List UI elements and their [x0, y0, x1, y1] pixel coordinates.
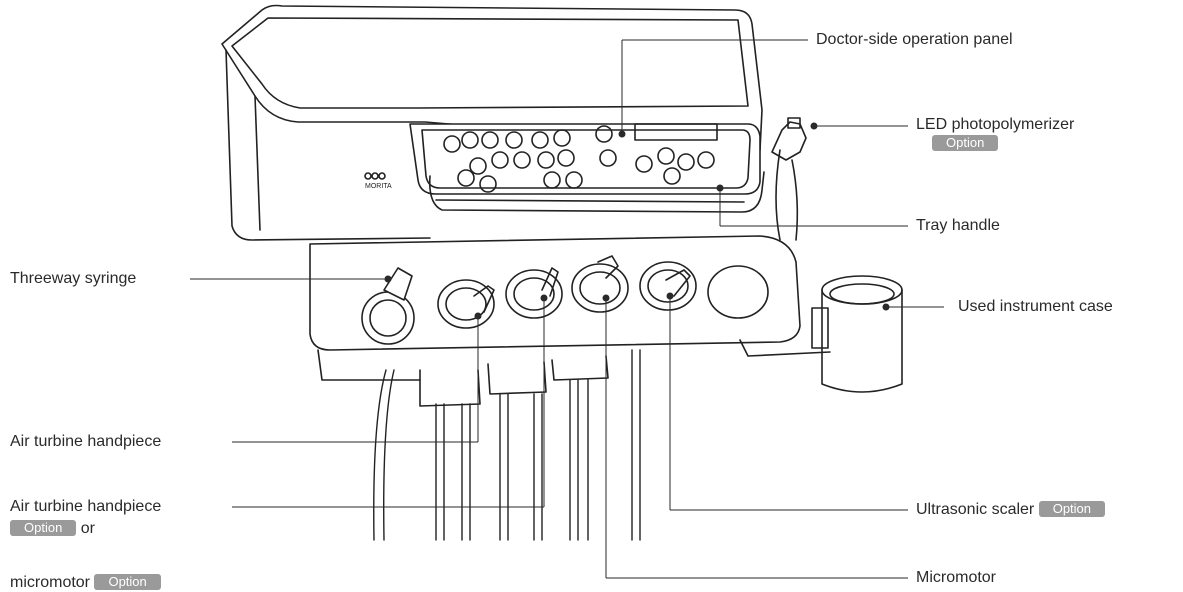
option-badge: Option	[94, 574, 160, 590]
used-instrument-case	[812, 276, 902, 392]
doctor-operation-panel	[410, 124, 764, 212]
label-used-case: Used instrument case	[958, 297, 1113, 316]
label-ultrasonic: Ultrasonic scaler Option	[916, 500, 1105, 519]
label-micromotor-opt-text: micromotor	[10, 574, 90, 591]
label-micromotor-option: micromotor Option	[10, 573, 161, 592]
brand-logo: MORITA	[365, 183, 392, 190]
label-led-text: LED photopolymerizer	[916, 116, 1074, 133]
label-tray-handle: Tray handle	[916, 216, 1000, 235]
option-badge: Option	[10, 520, 76, 536]
label-threeway: Threeway syringe	[10, 269, 136, 288]
label-ultrasonic-text: Ultrasonic scaler	[916, 501, 1034, 518]
label-micromotor: Micromotor	[916, 568, 996, 587]
led-photopolymerizer	[772, 118, 806, 240]
label-doctor-panel: Doctor-side operation panel	[816, 30, 1013, 49]
leader-used-case	[883, 304, 944, 310]
option-badge: Option	[1039, 501, 1105, 517]
leader-led	[811, 123, 908, 129]
instrument-tray: MORITA	[222, 6, 762, 241]
or-text: or	[81, 520, 95, 537]
label-air-turbine-2: Air turbine handpiece	[10, 497, 161, 516]
label-air-turbine-2-option: Option or	[10, 519, 95, 538]
option-badge: Option	[932, 135, 998, 151]
label-air-turbine: Air turbine handpiece	[10, 432, 161, 451]
